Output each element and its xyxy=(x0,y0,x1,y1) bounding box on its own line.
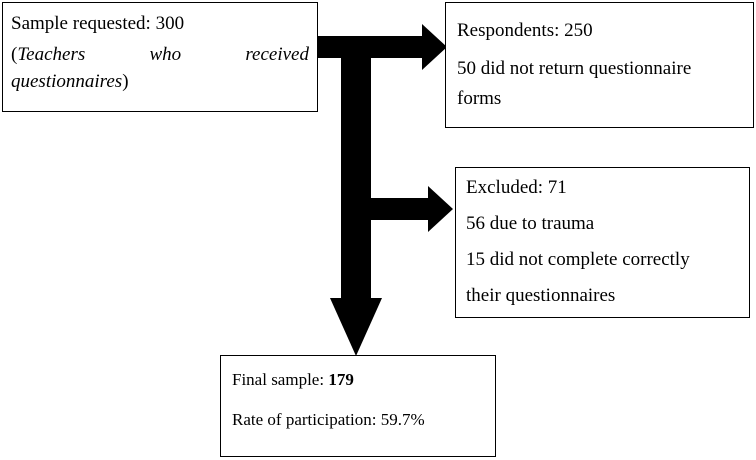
arrow-to-final-sample xyxy=(330,298,382,356)
main-vertical-shaft xyxy=(341,58,371,298)
word-received: received xyxy=(245,44,309,65)
excluded-box: Excluded: 71 56 due to trauma 15 did not… xyxy=(455,167,750,318)
excluded-questionnaires: their questionnaires xyxy=(466,285,616,306)
sample-description-line: (Teachers who received xyxy=(11,44,309,66)
final-sample-line: Final sample: 179 xyxy=(232,370,354,390)
sample-requested-box: Sample requested: 300 (Teachers who rece… xyxy=(2,2,318,112)
final-sample-value: 179 xyxy=(328,370,354,389)
respondents-forms: forms xyxy=(457,88,502,109)
arrow-to-excluded xyxy=(371,186,453,232)
sample-requested-title: Sample requested: 300 xyxy=(11,13,185,34)
final-sample-box: Final sample: 179 Rate of participation:… xyxy=(220,355,496,457)
arrow-to-respondents xyxy=(318,24,447,70)
sample-description-first: (Teachers xyxy=(11,44,85,66)
word-teachers: Teachers xyxy=(17,44,86,65)
respondents-box: Respondents: 250 50 did not return quest… xyxy=(445,2,754,128)
excluded-title: Excluded: 71 xyxy=(466,177,567,198)
excluded-incomplete: 15 did not complete correctly xyxy=(466,249,690,270)
close-paren: ) xyxy=(122,71,129,92)
word-who: who xyxy=(149,44,182,65)
participation-rate: Rate of participation: 59.7% xyxy=(232,410,425,429)
respondents-not-returned: 50 did not return questionnaire xyxy=(457,58,692,79)
excluded-trauma: 56 due to trauma xyxy=(466,213,595,234)
open-paren: ( xyxy=(11,44,18,65)
respondents-title: Respondents: 250 xyxy=(457,20,593,41)
final-sample-label: Final sample: xyxy=(232,370,329,389)
sample-description-line-2: questionnaires) xyxy=(11,71,129,93)
word-questionnaires: questionnaires xyxy=(11,71,123,92)
